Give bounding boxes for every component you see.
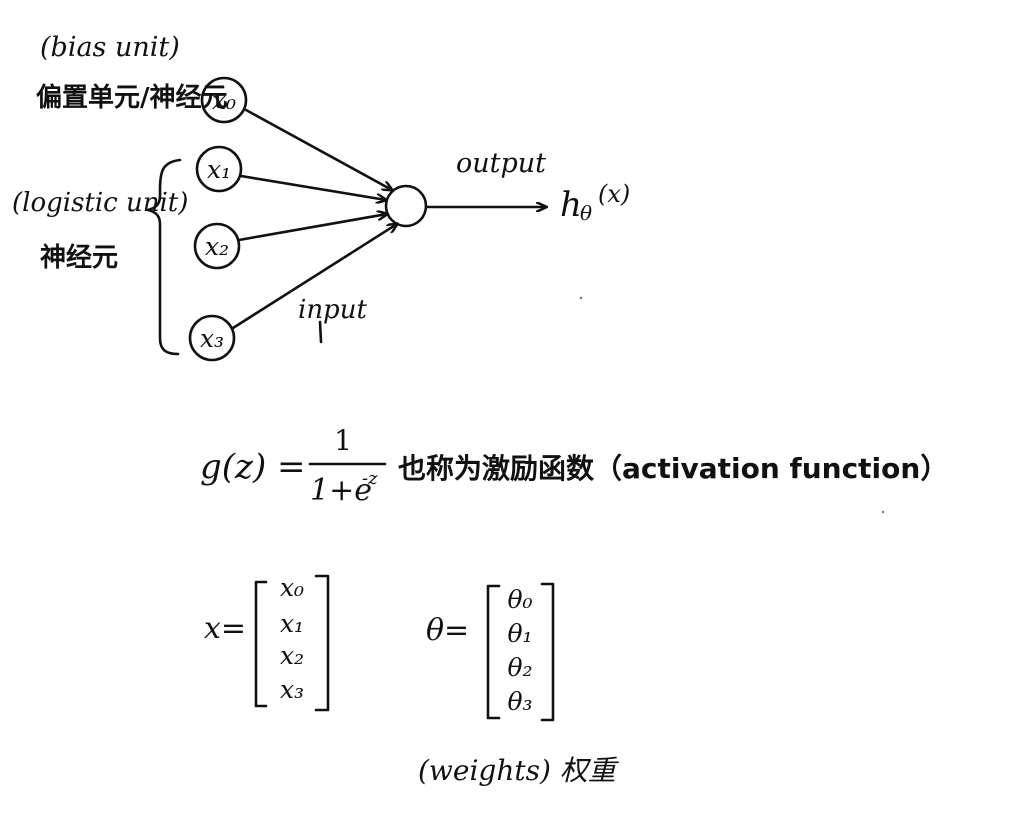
hypothesis-argument: (x) bbox=[598, 180, 630, 208]
paper-speck bbox=[579, 296, 583, 300]
input-node-x1-label: x₁ bbox=[207, 155, 231, 184]
vector-x-name: x= bbox=[204, 611, 246, 646]
vector-x: x= x₀ x₁ x₂ x₃ bbox=[204, 573, 330, 712]
vector-x-entry-1: x₁ bbox=[280, 609, 304, 638]
vector-x-entry-2: x₂ bbox=[280, 641, 304, 670]
input-label: input bbox=[298, 295, 367, 325]
vector-theta: θ= θ₀ θ₁ θ₂ θ₃ bbox=[426, 582, 555, 722]
vector-x-right-bracket bbox=[314, 574, 330, 712]
input-node-x0: x₀ bbox=[200, 76, 248, 124]
weights-caption: (weights) 权重 bbox=[418, 754, 620, 787]
input-node-x0-label: x₀ bbox=[212, 86, 236, 115]
connection-x1-neuron bbox=[239, 174, 386, 200]
input-node-x2: x₂ bbox=[193, 222, 241, 270]
vector-theta-entry-1: θ₁ bbox=[507, 619, 532, 648]
vector-x-entry-3: x₃ bbox=[280, 675, 304, 704]
connection-x0-neuron bbox=[244, 108, 392, 190]
hypothesis-theta-subscript: θ bbox=[580, 201, 592, 225]
output-label: output bbox=[456, 148, 546, 179]
vector-x-entry-0: x₀ bbox=[280, 573, 304, 602]
paper-speck bbox=[881, 510, 885, 514]
formula-denominator-base: 1+e bbox=[310, 473, 372, 508]
vector-theta-right-bracket bbox=[540, 582, 555, 722]
input-label-tick bbox=[318, 320, 323, 344]
formula-numerator: 1 bbox=[334, 424, 352, 457]
input-node-x3: x₃ bbox=[188, 314, 236, 362]
input-node-x2-label: x₂ bbox=[205, 232, 229, 261]
hypothesis-output: h θ (x) bbox=[560, 180, 630, 225]
hypothesis-h: h bbox=[560, 185, 582, 225]
input-node-x1: x₁ bbox=[195, 145, 243, 193]
vector-x-left-bracket bbox=[254, 580, 268, 708]
sigmoid-formula: g(z) = 1 1+e -z 也称为激励函数（activation funct… bbox=[200, 424, 948, 508]
formula-description: 也称为激励函数（activation function） bbox=[398, 452, 948, 485]
input-group-brace bbox=[146, 158, 182, 356]
bias-unit-english-label: (bias unit) bbox=[40, 32, 180, 63]
vector-theta-entry-0: θ₀ bbox=[507, 585, 532, 614]
bias-unit-chinese-label: 偏置单元/神经元 bbox=[36, 82, 228, 113]
input-node-x3-label: x₃ bbox=[200, 324, 224, 353]
formula-lhs: g(z) = bbox=[200, 447, 306, 487]
logistic-unit-english-label: (logistic unit) bbox=[12, 188, 188, 218]
formula-denominator-exponent: -z bbox=[362, 468, 378, 489]
connection-x2-neuron bbox=[237, 214, 387, 242]
vector-theta-entry-2: θ₂ bbox=[507, 653, 532, 682]
logistic-unit-chinese-label: 神经元 bbox=[40, 242, 118, 273]
vector-theta-name: θ= bbox=[426, 613, 469, 648]
neuron-node bbox=[384, 184, 428, 228]
connection-x3-neuron bbox=[231, 224, 397, 330]
vector-theta-left-bracket bbox=[486, 584, 501, 720]
vector-theta-entry-3: θ₃ bbox=[507, 687, 532, 716]
